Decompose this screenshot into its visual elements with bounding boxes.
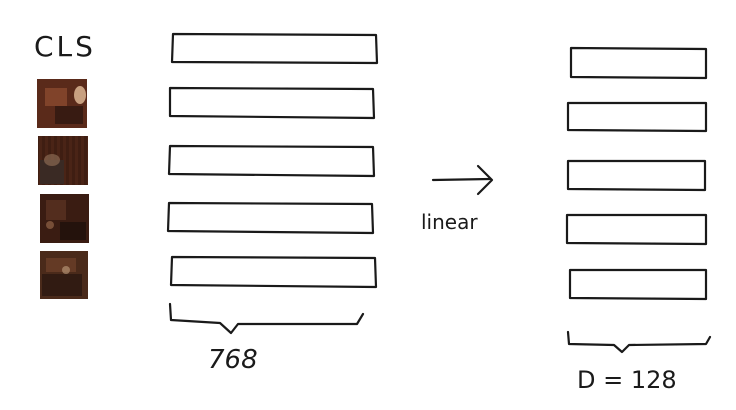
projected-vector <box>569 46 708 80</box>
linear-arrow <box>431 164 494 196</box>
patch-thumbnails <box>37 79 89 299</box>
projected-vector <box>566 159 707 192</box>
patch-thumbnail <box>40 251 88 299</box>
patch-thumbnail <box>38 136 88 185</box>
token-vector <box>169 255 378 289</box>
patch-thumbnail <box>40 194 89 243</box>
token-vector <box>168 86 376 120</box>
output-dim-label: D = 128 <box>577 366 677 394</box>
input-token-vectors <box>166 32 379 289</box>
input-dim-label: 768 <box>208 345 258 375</box>
projected-vector <box>568 268 708 301</box>
cls-label: CLS <box>34 30 96 63</box>
linear-label: linear <box>421 210 478 234</box>
projected-vector <box>565 213 708 246</box>
input-dim-brace <box>168 302 365 335</box>
token-vector <box>170 32 379 65</box>
token-vector <box>167 144 376 178</box>
output-dim-brace <box>566 330 712 354</box>
output-token-vectors <box>565 46 708 301</box>
token-vector <box>166 201 375 235</box>
patch-thumbnail <box>37 79 87 128</box>
projected-vector <box>566 101 708 133</box>
